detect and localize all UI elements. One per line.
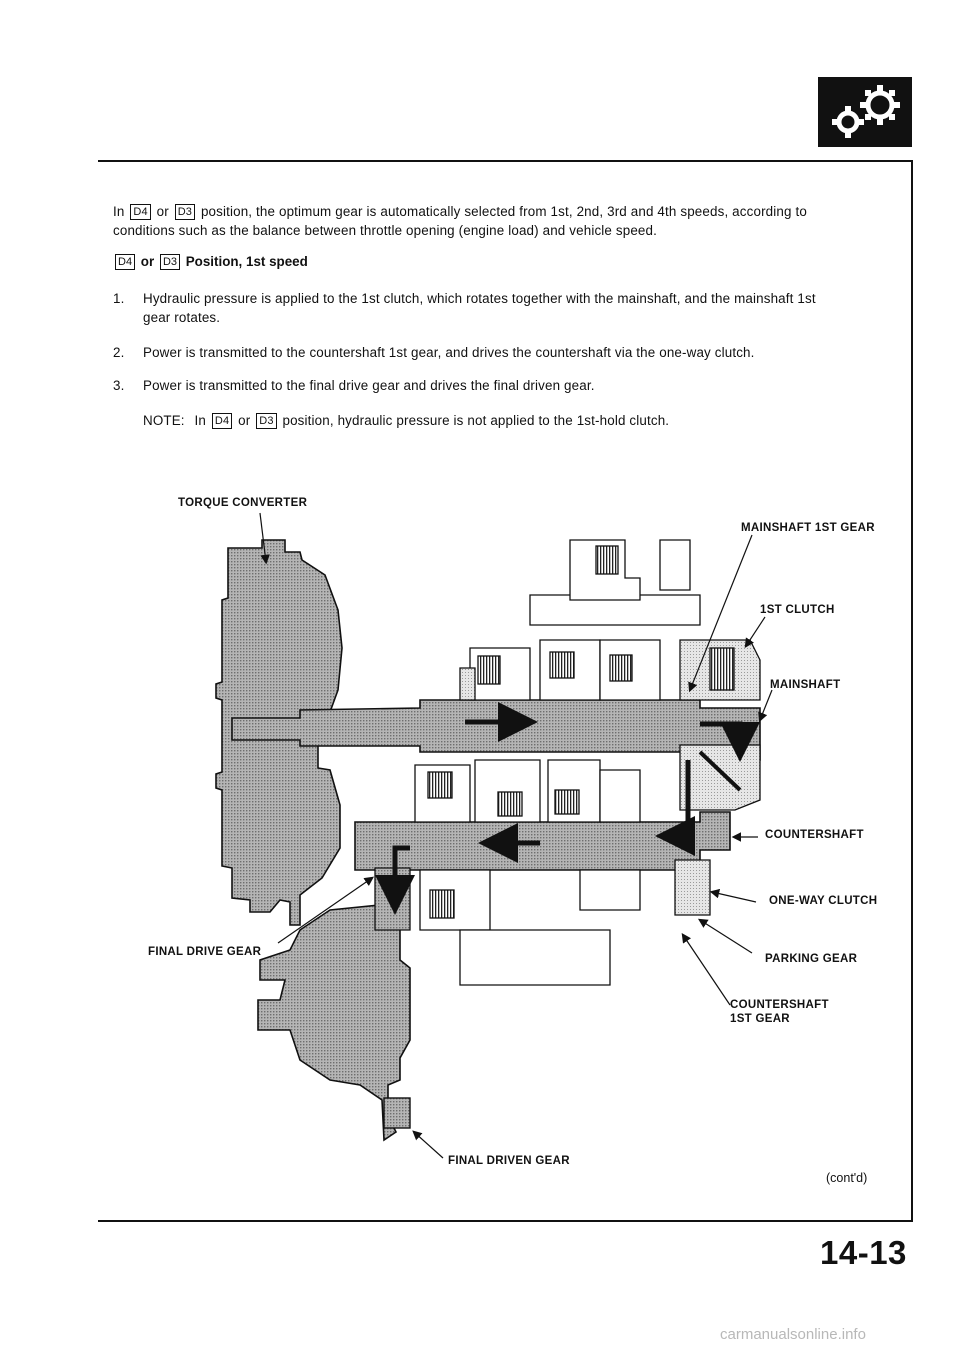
step-text: Hydraulic pressure is applied to the 1st…: [143, 291, 816, 306]
intro-or: or: [156, 204, 169, 219]
key-d3-badge: D3: [174, 204, 196, 220]
label-countershaft-1st-gear-line2: 1ST GEAR: [730, 1013, 790, 1025]
differential-housing: [257, 904, 411, 1142]
label-countershaft: COUNTERSHAFT: [765, 829, 864, 841]
label-torque-converter: TORQUE CONVERTER: [178, 497, 308, 509]
power-flow-path: [375, 702, 760, 915]
heading-key-d4-badge: D4: [115, 254, 136, 270]
note: NOTE: In D4 or D3 position, hydraulic pr…: [143, 411, 669, 430]
label-final-driven-gear: FINAL DRIVEN GEAR: [448, 1155, 570, 1167]
note-key-d4-badge: D4: [211, 413, 233, 429]
step-text: Power is transmitted to the final drive …: [143, 378, 595, 393]
heading-key-d3-badge: D3: [159, 254, 180, 270]
label-final-drive-gear: FINAL DRIVE GEAR: [148, 946, 262, 958]
label-1st-clutch: 1ST CLUTCH: [760, 604, 835, 616]
step-number: 2.: [113, 345, 125, 360]
page-border-right: [911, 160, 913, 1220]
step-number: 3.: [113, 378, 125, 393]
step-number: 1.: [113, 291, 125, 306]
gears-icon: [818, 77, 912, 147]
continued-note: (cont'd): [826, 1171, 868, 1185]
intro-line-1: In D4 or D3 position, the optimum gear i…: [113, 202, 908, 221]
countershaft-body: [354, 811, 731, 871]
heading-text: Position, 1st speed: [185, 254, 308, 269]
note-key-d3-badge: D3: [256, 413, 277, 429]
one-way-flow-arrow: [698, 750, 742, 792]
intro-part1: In: [113, 204, 125, 219]
intro-line-2: conditions such as the balance between t…: [113, 223, 657, 238]
counter-return-flow: [655, 760, 695, 856]
label-mainshaft: MAINSHAFT: [770, 679, 841, 691]
label-countershaft-1st-gear: COUNTERSHAFT 1ST GEAR: [730, 998, 829, 1026]
intro-part2: position, the optimum gear is automatica…: [200, 204, 807, 219]
leader-lines: [259, 512, 773, 1159]
step-text-cont: gear rotates.: [143, 310, 221, 325]
header-rule: [98, 160, 913, 162]
label-countershaft-1st-gear-line1: COUNTERSHAFT: [730, 999, 829, 1011]
heading-or: or: [140, 254, 155, 269]
label-mainshaft-1st-gear: MAINSHAFT 1ST GEAR: [741, 522, 875, 534]
final-drive-flow-arrow: [375, 845, 415, 915]
key-d4-badge: D4: [130, 204, 151, 220]
clutch-flow-arrow: [700, 721, 760, 762]
upper-gear-cluster: [459, 539, 761, 701]
final-driven-gear-stub: [383, 1097, 411, 1129]
note-label: NOTE:: [143, 413, 185, 428]
lower-gear-cluster: [374, 744, 761, 986]
footer-rule: [98, 1220, 913, 1222]
intro-paragraph: In D4 or D3 position, the optimum gear i…: [113, 202, 908, 240]
label-parking-gear: PARKING GEAR: [765, 953, 858, 965]
note-part1: In: [194, 413, 207, 428]
watermark: carmanualsonline.info: [720, 1326, 866, 1343]
note-part2: position, hydraulic pressure is not appl…: [282, 413, 670, 428]
note-or: or: [238, 413, 251, 428]
section-heading: D4 or D3 Position, 1st speed: [113, 254, 308, 270]
label-one-way-clutch: ONE-WAY CLUTCH: [769, 895, 878, 907]
step-text: Power is transmitted to the countershaft…: [143, 345, 755, 360]
page-number: 14-13: [820, 1234, 907, 1271]
